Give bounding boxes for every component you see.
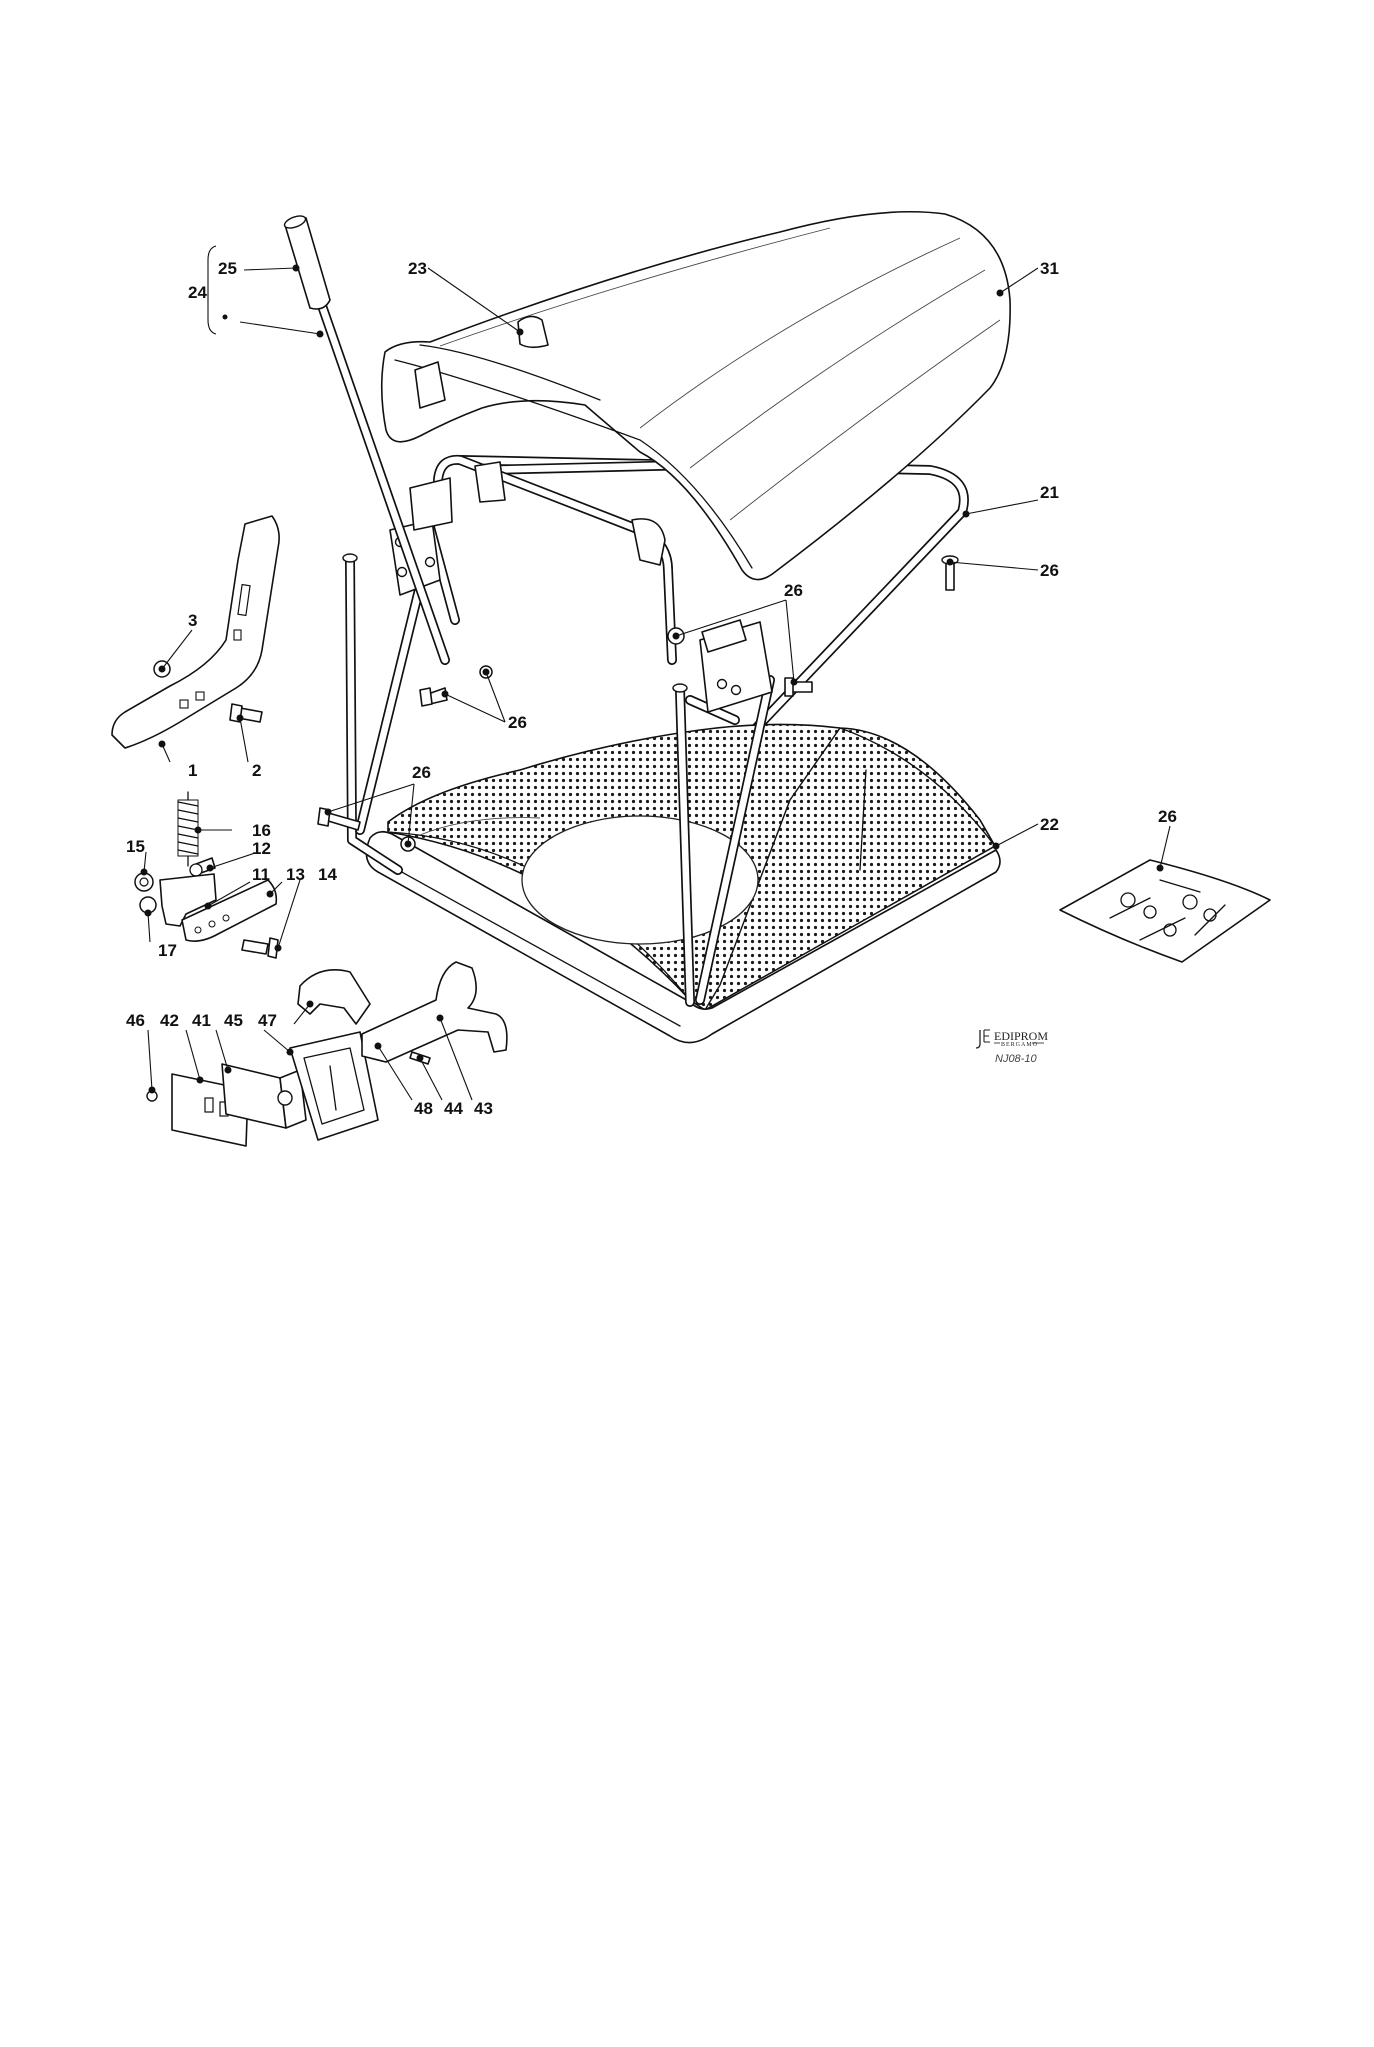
latch-block-41 [221, 1063, 307, 1129]
lid-31 [380, 210, 1011, 581]
plate-13 [181, 879, 278, 942]
callout-26-bag: 26 [1158, 807, 1177, 826]
latch-lever-43 [361, 961, 508, 1063]
publisher-city: BERGAMO [1001, 1042, 1038, 1048]
callout-2: 2 [252, 761, 261, 780]
leader-dots [140, 264, 1164, 1094]
callout-26-center: 26 [784, 581, 803, 600]
callout-15: 15 [126, 837, 145, 856]
callout-26-mid: 26 [508, 713, 527, 732]
callout-46: 46 [126, 1011, 145, 1030]
drawing-code: NJ08-10 [995, 1053, 1037, 1065]
callout-16: 16 [252, 821, 271, 840]
publisher-name: EDIPROM [994, 1029, 1048, 1043]
callout-25: 25 [218, 259, 237, 278]
callout-48: 48 [414, 1099, 433, 1118]
bottom-tray [365, 830, 1001, 1044]
callout-31: 31 [1040, 259, 1059, 278]
callout-45: 45 [224, 1011, 243, 1030]
lid-support-tube [433, 454, 677, 665]
hook-47 [297, 969, 371, 1025]
callout-13: 13 [286, 865, 305, 884]
lever-24 [283, 215, 450, 665]
handle-grip-25 [284, 216, 331, 310]
callout-44: 44 [444, 1099, 463, 1118]
callout-42: 42 [160, 1011, 179, 1030]
callout-26-low: 26 [412, 763, 431, 782]
hardware-26 [317, 555, 959, 852]
grass-catcher-assembly [283, 210, 1271, 1044]
callout-43: 43 [474, 1099, 493, 1118]
callout-22: 22 [1040, 815, 1059, 834]
callout-41: 41 [192, 1011, 211, 1030]
callout-47: 47 [258, 1011, 277, 1030]
leader-lines [143, 245, 1171, 1101]
latch-frame-45 [289, 1031, 379, 1141]
callout-17: 17 [158, 941, 177, 960]
callout-26-right: 26 [1040, 561, 1059, 580]
hinge-bracket-right [699, 619, 773, 713]
publisher-logo-icon [975, 1029, 990, 1049]
hardware-bag-26 [1059, 859, 1271, 963]
bracket-1 [111, 515, 280, 749]
callout-23: 23 [408, 259, 427, 278]
nut-15 [134, 872, 154, 892]
callout-3: 3 [188, 611, 197, 630]
callout-14: 14 [318, 865, 337, 884]
callout-1: 1 [188, 761, 197, 780]
mesh-bag-22 [387, 723, 997, 1012]
callout-12: 12 [252, 839, 271, 858]
bolt-2 [229, 703, 263, 723]
bolt-14 [241, 937, 279, 959]
callout-24: 24 [188, 283, 207, 302]
callout-21: 21 [1040, 483, 1059, 502]
callout-11: 11 [252, 865, 270, 884]
callout-labels: 25 24 23 31 21 26 26 26 26 26 3 1 2 16 1… [126, 259, 1177, 1118]
publisher-mark: EDIPROM BERGAMO NJ08-10 [975, 1029, 1048, 1065]
